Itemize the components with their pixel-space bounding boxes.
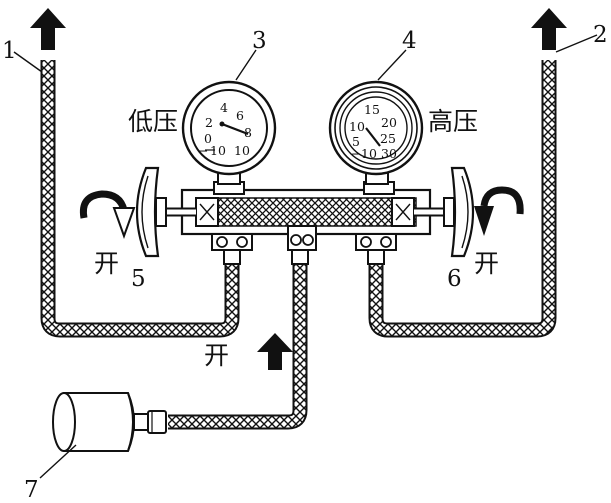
high-gauge-minus: − xyxy=(351,146,361,161)
high-pressure-valve xyxy=(414,166,475,258)
high-pressure-label: 高压 xyxy=(428,107,478,136)
manifold-body xyxy=(180,181,432,265)
high-gauge-scale-5: 5 xyxy=(352,134,360,149)
low-gauge-scale-4: 4 xyxy=(220,100,228,115)
low-pressure-valve xyxy=(135,166,196,258)
hose-center xyxy=(168,248,308,430)
leader-lines xyxy=(13,34,598,479)
rotate-open-icon-left xyxy=(79,190,136,239)
high-pressure-gauge: 15 10 20 5 25 − 10 30 xyxy=(328,80,424,185)
high-gauge-scale-10: 10 xyxy=(349,119,365,134)
hose-left xyxy=(40,60,240,338)
low-pressure-label: 低压 xyxy=(128,107,178,136)
refrigerant-tank xyxy=(52,392,167,452)
label-7: 7 xyxy=(24,477,39,503)
low-pressure-gauge: 2 4 6 8 0 − 10 10 xyxy=(181,80,277,185)
label-6: 6 xyxy=(447,266,462,292)
open-label-left: 开 xyxy=(94,249,119,278)
low-gauge-minus: − xyxy=(198,143,208,158)
low-gauge-scale-minus-10: 10 xyxy=(210,143,226,158)
high-gauge-scale-15: 15 xyxy=(364,102,380,117)
up-arrow-icon-right xyxy=(531,8,567,50)
low-gauge-scale-6: 6 xyxy=(236,108,244,123)
high-gauge-scale-20: 20 xyxy=(381,115,397,130)
low-gauge-scale-2: 2 xyxy=(205,115,213,130)
label-5: 5 xyxy=(131,266,146,292)
open-label-center: 开 xyxy=(204,341,229,370)
label-4: 4 xyxy=(402,28,417,54)
up-arrow-icon-left xyxy=(30,8,66,50)
low-gauge-scale-0: 0 xyxy=(204,131,212,146)
label-1: 1 xyxy=(2,38,17,64)
low-gauge-scale-8: 8 xyxy=(244,125,252,140)
high-gauge-scale-minus-10: 10 xyxy=(361,146,377,161)
high-gauge-scale-30: 30 xyxy=(381,146,397,161)
rotate-open-icon-right xyxy=(474,186,524,236)
label-3: 3 xyxy=(252,28,267,54)
open-label-right: 开 xyxy=(474,249,499,278)
low-gauge-scale-10: 10 xyxy=(234,143,250,158)
hose-right xyxy=(368,60,557,338)
label-2: 2 xyxy=(593,22,608,48)
high-gauge-scale-25: 25 xyxy=(380,131,396,146)
up-arrow-icon-center xyxy=(257,333,293,370)
